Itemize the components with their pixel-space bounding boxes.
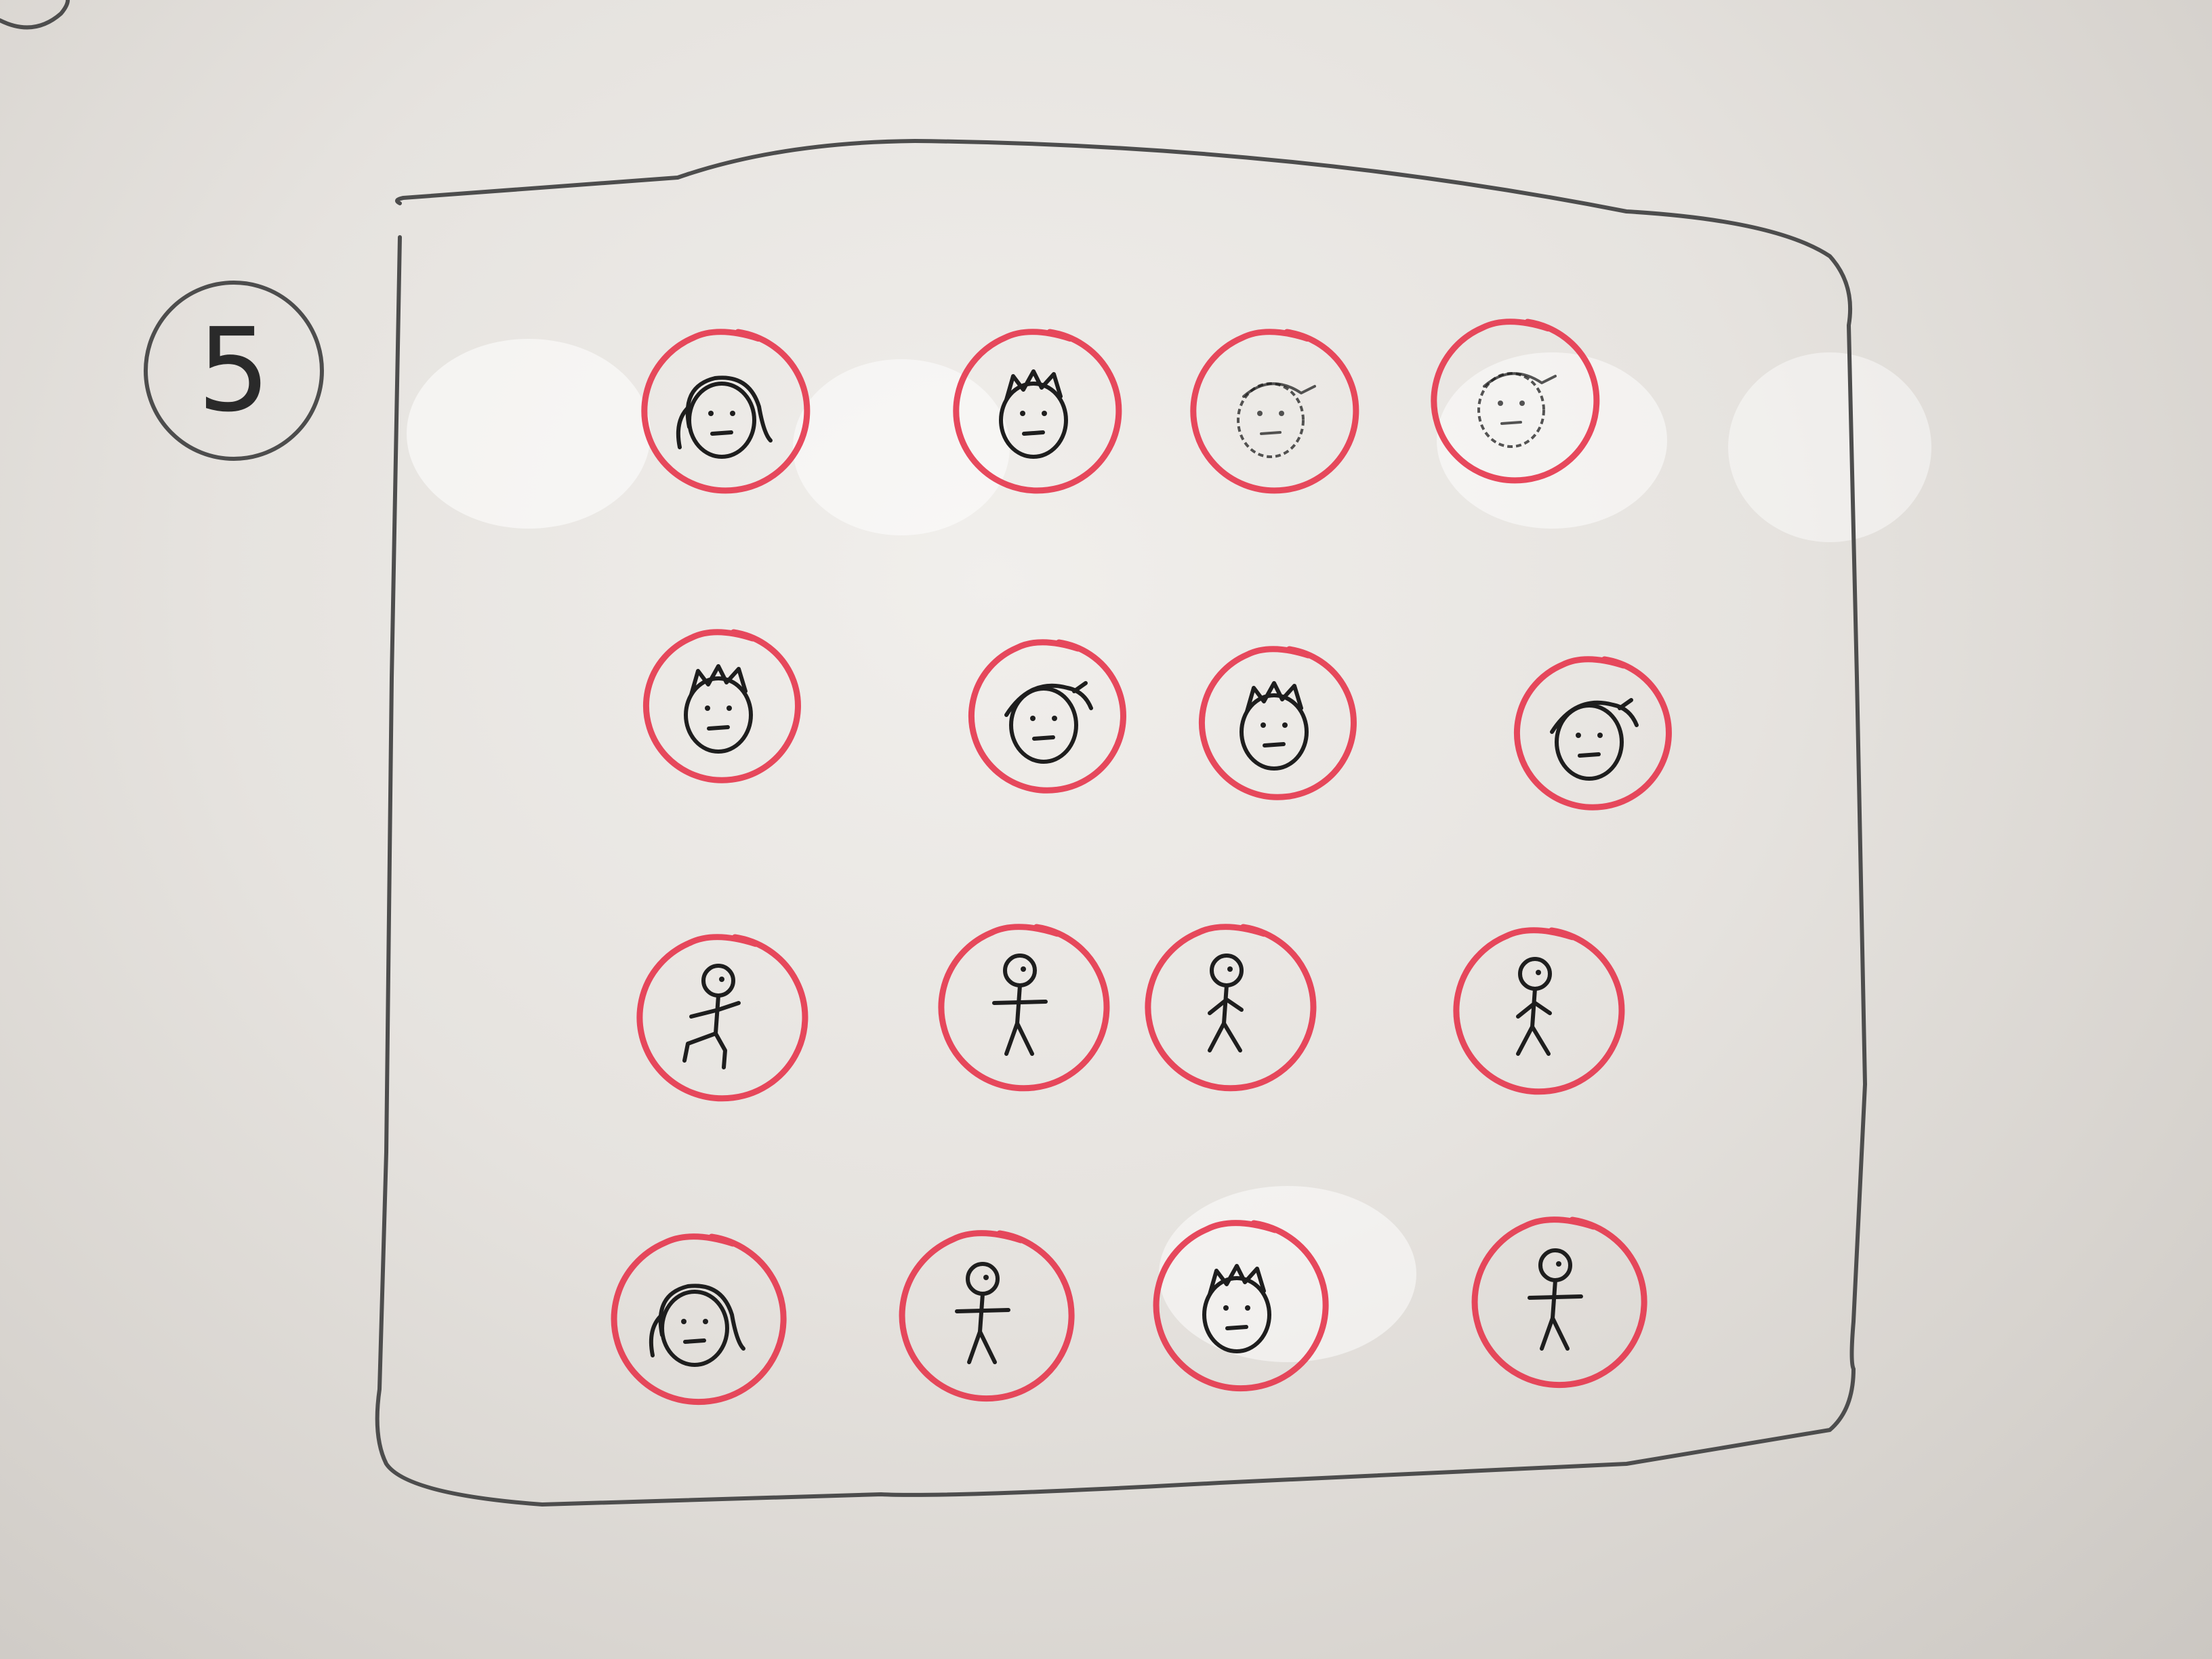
face-side-hair-icon bbox=[1550, 698, 1639, 781]
figure-cell bbox=[1431, 319, 1600, 484]
face-faint-icon bbox=[1237, 382, 1316, 458]
face-spiky-hair-icon bbox=[1240, 681, 1309, 771]
stick-figure-running-icon bbox=[682, 964, 741, 1069]
red-circle-marker bbox=[968, 639, 1126, 794]
red-circle-marker bbox=[1453, 927, 1625, 1095]
face-spiky-hair-icon bbox=[999, 369, 1068, 459]
red-circle-marker bbox=[1190, 329, 1359, 494]
figure-cell bbox=[1198, 646, 1357, 800]
figure-cell bbox=[1153, 1220, 1329, 1392]
figure-cell bbox=[641, 329, 811, 494]
red-circle-marker bbox=[899, 1230, 1075, 1402]
figure-cell bbox=[938, 924, 1110, 1092]
figure-grid bbox=[611, 319, 1672, 1406]
red-circle-marker bbox=[1431, 319, 1600, 484]
figure-cell bbox=[899, 1230, 1075, 1402]
figure-cell bbox=[1513, 656, 1672, 811]
red-circle-marker bbox=[1145, 924, 1317, 1092]
red-circle-marker bbox=[1198, 646, 1357, 800]
red-circle-marker bbox=[636, 934, 808, 1102]
figure-cell bbox=[642, 629, 801, 783]
face-spiky-hair-icon bbox=[684, 664, 753, 754]
partial-circle-top bbox=[0, 0, 70, 30]
figure-cell bbox=[611, 1233, 787, 1406]
figure-cell bbox=[1145, 924, 1317, 1092]
face-side-hair-icon bbox=[1004, 681, 1093, 764]
hand-drawn-frame bbox=[375, 139, 1867, 1507]
figure-cell bbox=[1190, 329, 1359, 494]
red-circle-marker bbox=[1153, 1220, 1329, 1392]
red-circle-marker bbox=[1471, 1216, 1647, 1389]
stick-figure-walking-icon bbox=[1516, 957, 1552, 1056]
figure-cell bbox=[1471, 1216, 1647, 1389]
stick-figure-walking-icon bbox=[1208, 954, 1244, 1052]
step-number: 5 bbox=[197, 304, 270, 438]
figure-cell bbox=[636, 934, 808, 1102]
red-circle-marker bbox=[1513, 656, 1672, 811]
red-circle-marker bbox=[611, 1233, 787, 1406]
stick-figure-standing-icon bbox=[955, 1262, 1010, 1364]
figure-cell bbox=[953, 329, 1122, 494]
figure-cell bbox=[968, 639, 1126, 794]
face-long-hair-icon bbox=[649, 1284, 745, 1367]
face-long-hair-icon bbox=[676, 375, 773, 459]
stick-figure-standing-icon bbox=[992, 954, 1048, 1056]
step-number-badge: 5 bbox=[144, 281, 324, 461]
face-spiky-hair-icon bbox=[1202, 1264, 1271, 1353]
figure-cell bbox=[1453, 927, 1625, 1095]
stick-figure-standing-icon bbox=[1528, 1248, 1583, 1351]
red-circle-marker bbox=[938, 924, 1110, 1092]
glare-highlights bbox=[407, 339, 1931, 1362]
face-faint-icon bbox=[1477, 372, 1557, 448]
red-circle-marker bbox=[642, 629, 801, 783]
red-circle-marker bbox=[641, 329, 811, 494]
red-circle-marker bbox=[953, 329, 1122, 494]
step-circle bbox=[144, 281, 324, 461]
